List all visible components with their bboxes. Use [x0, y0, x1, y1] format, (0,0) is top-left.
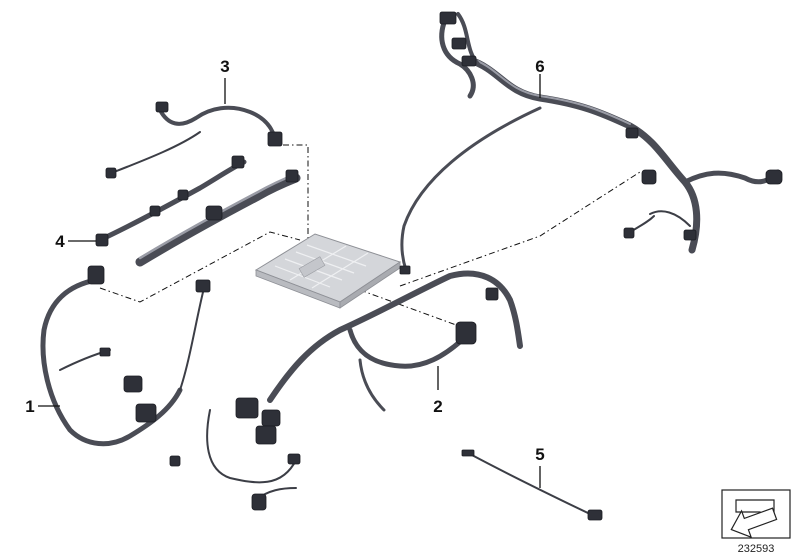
callout-leaders [38, 74, 541, 488]
callout-2: 2 [433, 397, 442, 416]
wiring-harness-1 [40, 265, 211, 447]
reference-number: 232593 [738, 543, 775, 555]
wiring-harness-2 [169, 270, 523, 511]
callout-4: 4 [55, 232, 65, 251]
callout-3: 3 [220, 57, 229, 76]
callout-5: 5 [535, 445, 544, 464]
reference-box: 232593 [721, 489, 791, 555]
control-module [254, 233, 402, 309]
callout-1: 1 [25, 397, 34, 416]
wiring-harness-3 [105, 101, 283, 179]
sensor-cable-5 [461, 449, 603, 521]
wiring-harness-6 [399, 11, 783, 275]
callout-6: 6 [535, 57, 544, 76]
wiring-harness-4 [95, 155, 301, 267]
arrow-corner-icon [730, 499, 778, 539]
assembly-lines [99, 144, 641, 331]
